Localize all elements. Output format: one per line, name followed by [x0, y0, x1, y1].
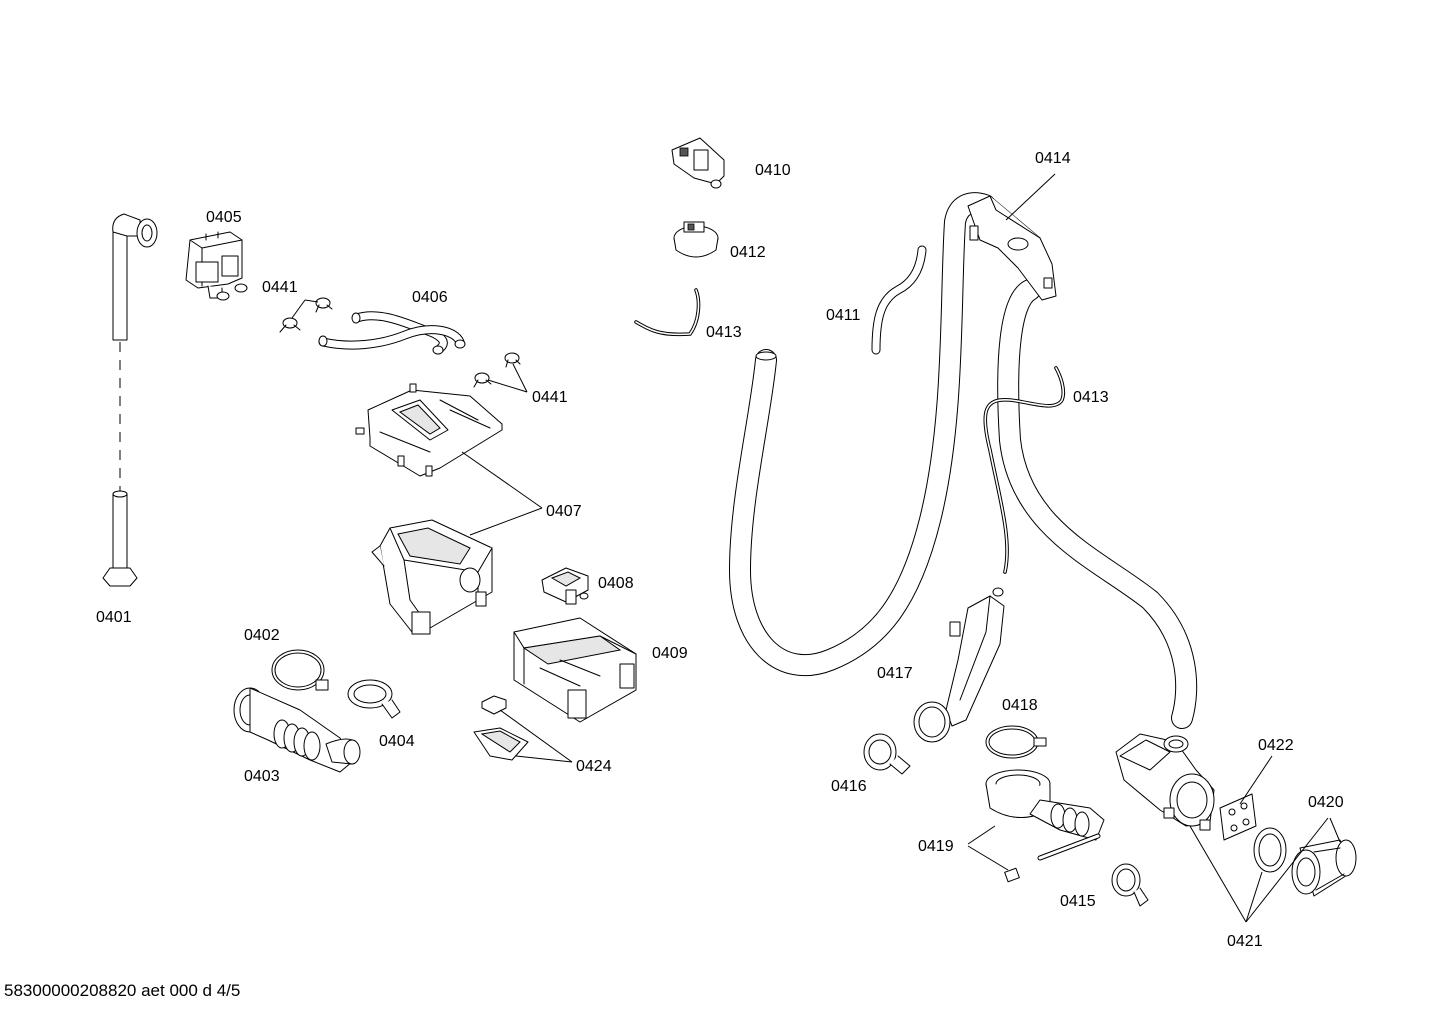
- label-0403: 0403: [244, 768, 280, 785]
- leader-0407-b: [469, 507, 543, 536]
- part-0417-air-chamber: [913, 587, 1005, 743]
- part-0414-drain-hose: [729, 192, 1198, 729]
- part-0415-spring-clip: [1111, 863, 1149, 907]
- part-0422-seal-plate: [1219, 755, 1273, 841]
- label-0413-right: 0413: [1073, 389, 1109, 406]
- label-0420: 0420: [1308, 794, 1344, 811]
- part-0412-pressure-switch: [673, 221, 719, 258]
- part-0406-connecting-hoses: [318, 311, 466, 355]
- label-0424: 0424: [576, 758, 612, 775]
- part-0418-clamp-ring: [985, 725, 1047, 759]
- label-0419: 0419: [918, 838, 954, 855]
- part-0409-dispenser-drawer: [513, 617, 637, 723]
- part-0404-spring-clip: [347, 679, 401, 719]
- label-0418: 0418: [1002, 697, 1038, 714]
- label-0414: 0414: [1035, 150, 1071, 167]
- part-0408-dispenser-insert: [541, 567, 589, 605]
- label-0441-upper: 0441: [262, 279, 298, 296]
- label-0407: 0407: [546, 503, 582, 520]
- label-0422: 0422: [1258, 737, 1294, 754]
- leader-0421-c: [1245, 817, 1329, 923]
- leader-0414: [1005, 173, 1056, 221]
- part-0441-hose-clamps-lower: [473, 352, 528, 393]
- label-0409: 0409: [652, 645, 688, 662]
- part-0419-sump-hose: [967, 769, 1105, 883]
- part-0407-dispenser-housing: [371, 519, 493, 635]
- part-0413-air-tube-right: [983, 366, 1066, 574]
- part-0424-guide: [473, 695, 573, 763]
- part-0403-bellows-hose: [233, 687, 361, 773]
- part-0407-dispenser-top: [355, 383, 503, 477]
- label-0416: 0416: [831, 778, 867, 795]
- label-0413-left: 0413: [706, 324, 742, 341]
- part-0421-drain-pump: [1115, 733, 1215, 831]
- label-0405: 0405: [206, 209, 242, 226]
- label-0402: 0402: [244, 627, 280, 644]
- label-0404: 0404: [379, 733, 415, 750]
- part-0401-inlet-pipe: [102, 213, 158, 587]
- part-0402-clamp-ring: [271, 649, 329, 691]
- document-id: 58300000208820 aet 000 d 4/5: [4, 981, 241, 1000]
- leader-0407-a: [461, 451, 543, 509]
- part-0410-pressure-sensor: [671, 137, 725, 189]
- label-0441-lower: 0441: [532, 389, 568, 406]
- part-0441-hose-clamps-upper: [279, 297, 333, 333]
- label-0411: 0411: [826, 307, 861, 324]
- part-0413-air-tube-left: [634, 288, 701, 337]
- leader-0421-a: [1189, 825, 1247, 923]
- part-0420-pump-filter: [1253, 817, 1357, 897]
- label-0401: 0401: [96, 609, 132, 626]
- part-0416-spring-clip: [863, 733, 911, 775]
- label-0410: 0410: [755, 162, 791, 179]
- label-0406: 0406: [412, 289, 448, 306]
- part-0411-hose-piece: [871, 245, 927, 355]
- label-0421: 0421: [1227, 933, 1263, 950]
- part-0405-inlet-valve: [185, 231, 248, 301]
- label-0415: 0415: [1060, 893, 1096, 910]
- leader-0421-b: [1245, 871, 1263, 923]
- label-0408: 0408: [598, 575, 634, 592]
- label-0417: 0417: [877, 665, 913, 682]
- label-0412: 0412: [730, 244, 766, 261]
